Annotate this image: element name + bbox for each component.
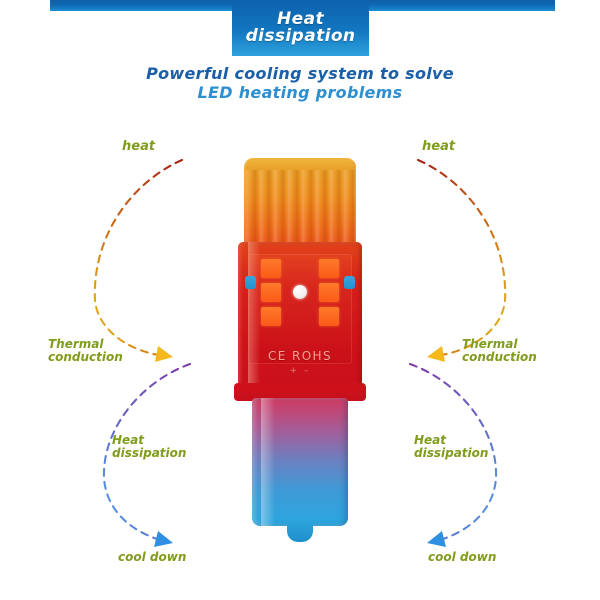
led-chip: [261, 259, 281, 278]
arrowhead-right-upper: [427, 346, 445, 362]
label-left-cool-down: cool down: [118, 550, 187, 564]
bulb-base: [252, 398, 348, 526]
base-pin-left: [245, 276, 256, 289]
title-badge: Heat dissipation: [232, 0, 369, 56]
label-right-thermal-conduction: Thermal conduction: [462, 337, 537, 364]
base-contact-tip: [287, 518, 313, 542]
heatsink-top-cap: [246, 158, 354, 170]
base-pin-right: [344, 276, 355, 289]
led-chip: [261, 283, 281, 302]
bulb-body: [238, 242, 362, 392]
subtitle-line-1: Powerful cooling system to solve: [146, 64, 454, 83]
label-left-heat: heat: [122, 139, 156, 154]
label-right-heat: heat: [422, 139, 456, 154]
bulb-collar: [234, 383, 366, 401]
led-chip: [261, 307, 281, 326]
subtitle-line-2: LED heating problems: [197, 83, 403, 102]
led-bulb-image: CE ROHS + –: [230, 158, 370, 558]
lens-dot-icon: [293, 285, 307, 299]
led-chip: [319, 283, 339, 302]
certification-text: CE ROHS: [268, 349, 332, 363]
label-left-heat-dissipation: Heat dissipation: [112, 433, 187, 460]
label-right-cool-down: cool down: [428, 550, 497, 564]
subtitle: Powerful cooling system to solve LED hea…: [0, 64, 600, 102]
polarity-marking: + –: [289, 366, 311, 376]
arc-left-upper: [93, 158, 184, 357]
label-right-heat-dissipation: Heat dissipation: [414, 433, 489, 460]
heatsink-fins: [244, 158, 356, 256]
arrowhead-left-upper: [155, 346, 173, 362]
arrowhead-left-lower: [154, 531, 173, 547]
led-chip: [319, 307, 339, 326]
arrowhead-right-lower: [427, 531, 446, 547]
arc-right-upper: [416, 158, 507, 357]
page-title: Heat dissipation: [245, 9, 356, 46]
led-chip: [319, 259, 339, 278]
label-left-thermal-conduction: Thermal conduction: [48, 337, 123, 364]
